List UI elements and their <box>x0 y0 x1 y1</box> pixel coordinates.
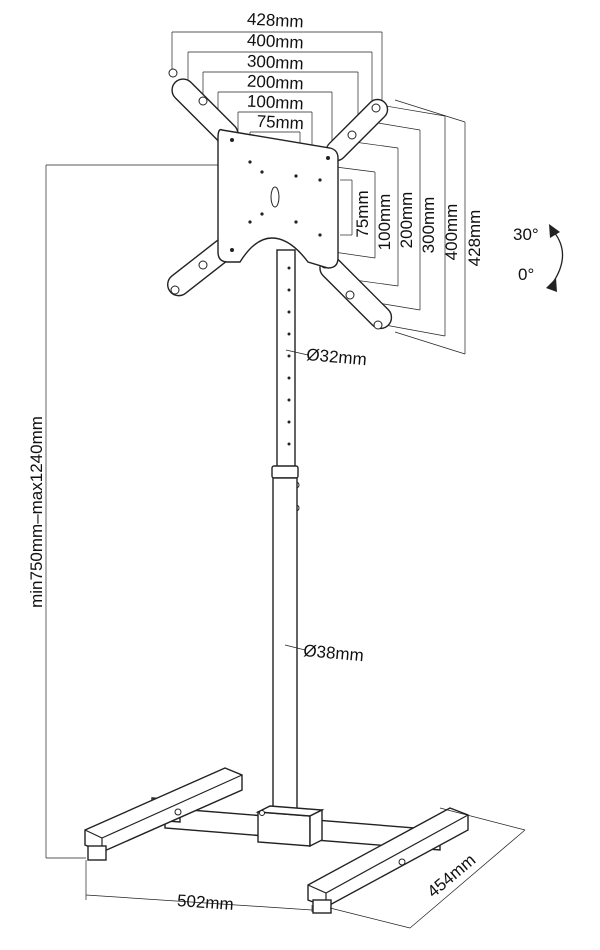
lower-pole-diameter-label: Ø38mm <box>303 641 365 665</box>
upper-pole-diameter-label: Ø32mm <box>306 345 368 369</box>
dim-v-100: 100mm <box>375 194 394 251</box>
dim-h-75: 75mm <box>256 112 304 133</box>
base-width-label: 502mm <box>176 891 234 914</box>
dim-v-300: 300mm <box>419 197 438 254</box>
tilt-arrow-icon <box>551 231 564 285</box>
dim-v-428: 428mm <box>465 210 484 267</box>
dim-h-428: 428mm <box>246 10 304 32</box>
height-range-label: min750mm–max1240mm <box>27 416 46 608</box>
dim-h-100: 100mm <box>246 92 304 114</box>
dim-h-300: 300mm <box>246 52 304 74</box>
vesa-vertical-dimensions: 75mm 100mm 200mm 300mm 400mm 428mm <box>319 99 484 355</box>
tilt-indicator: 30° 0° <box>513 224 564 292</box>
base-frame <box>84 767 469 914</box>
height-dimension: min750mm–max1240mm <box>27 164 218 859</box>
mounting-arms <box>167 68 393 330</box>
lower-pole: Ø38mm <box>272 477 365 819</box>
dim-v-400: 400mm <box>442 204 461 261</box>
vesa-plate <box>217 128 339 269</box>
dim-v-200: 200mm <box>397 192 416 249</box>
dim-h-400: 400mm <box>246 31 304 53</box>
tilt-max-label: 30° <box>513 225 539 244</box>
dim-v-75: 75mm <box>353 190 372 237</box>
tilt-min-label: 0° <box>518 265 534 284</box>
dim-h-200: 200mm <box>246 72 304 94</box>
